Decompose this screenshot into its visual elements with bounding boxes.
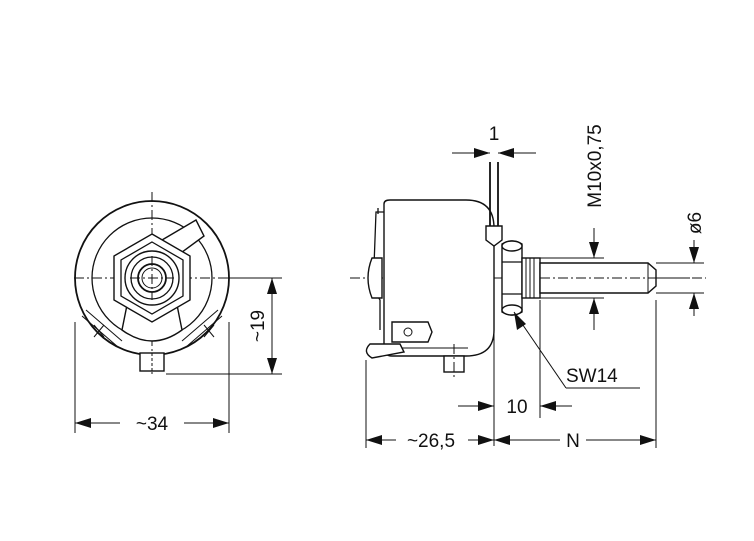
label-flange: 1 <box>489 124 500 145</box>
dimension-wrench-size: SW14 <box>513 311 640 389</box>
label-body-depth: ~26,5 <box>407 431 455 452</box>
arrow-head <box>494 435 510 445</box>
label-thread: M10x0,75 <box>585 124 606 207</box>
dimension-front-height: ~19 <box>166 277 282 375</box>
threaded-bushing <box>521 257 541 299</box>
arrow-head <box>478 401 494 411</box>
arrow-head <box>640 435 656 445</box>
arrow-head <box>540 401 556 411</box>
dimension-thread: M10x0,75 <box>540 124 606 330</box>
arrow-head <box>267 358 277 374</box>
label-shaft-diameter: ø6 <box>685 212 706 234</box>
arrow-head <box>589 242 599 258</box>
flange <box>485 225 503 247</box>
side-view <box>350 162 706 380</box>
arrow-head <box>75 418 91 428</box>
dimension-flange: 1 <box>452 124 536 158</box>
label-wrench-size: SW14 <box>566 366 618 387</box>
terminal-lug <box>365 343 406 359</box>
arrow-head <box>474 148 490 158</box>
dimension-bushing-length: 10 <box>458 300 572 446</box>
front-view <box>74 192 238 374</box>
dimension-shaft-diameter: ø6 <box>656 212 706 316</box>
arrow-head <box>478 435 494 445</box>
arrow-head <box>498 148 514 158</box>
arrow-head <box>366 435 382 445</box>
label-front-width: ~34 <box>136 414 169 435</box>
arrow-head <box>514 312 526 330</box>
dimension-body-depth: ~26,5 <box>365 360 494 452</box>
label-front-height: ~19 <box>248 310 269 342</box>
arrow-head <box>689 247 699 263</box>
label-shaft-length: N <box>566 431 580 452</box>
dimension-shaft-length: N <box>494 300 657 452</box>
right-lug <box>185 315 223 348</box>
arrow-head <box>589 298 599 314</box>
label-bushing-length: 10 <box>506 397 527 418</box>
arrow-head <box>267 278 277 294</box>
arrow-head <box>689 293 699 309</box>
arrow-head <box>213 418 229 428</box>
mounting-nut <box>501 240 523 316</box>
dimension-front-width: ~34 <box>74 322 230 435</box>
